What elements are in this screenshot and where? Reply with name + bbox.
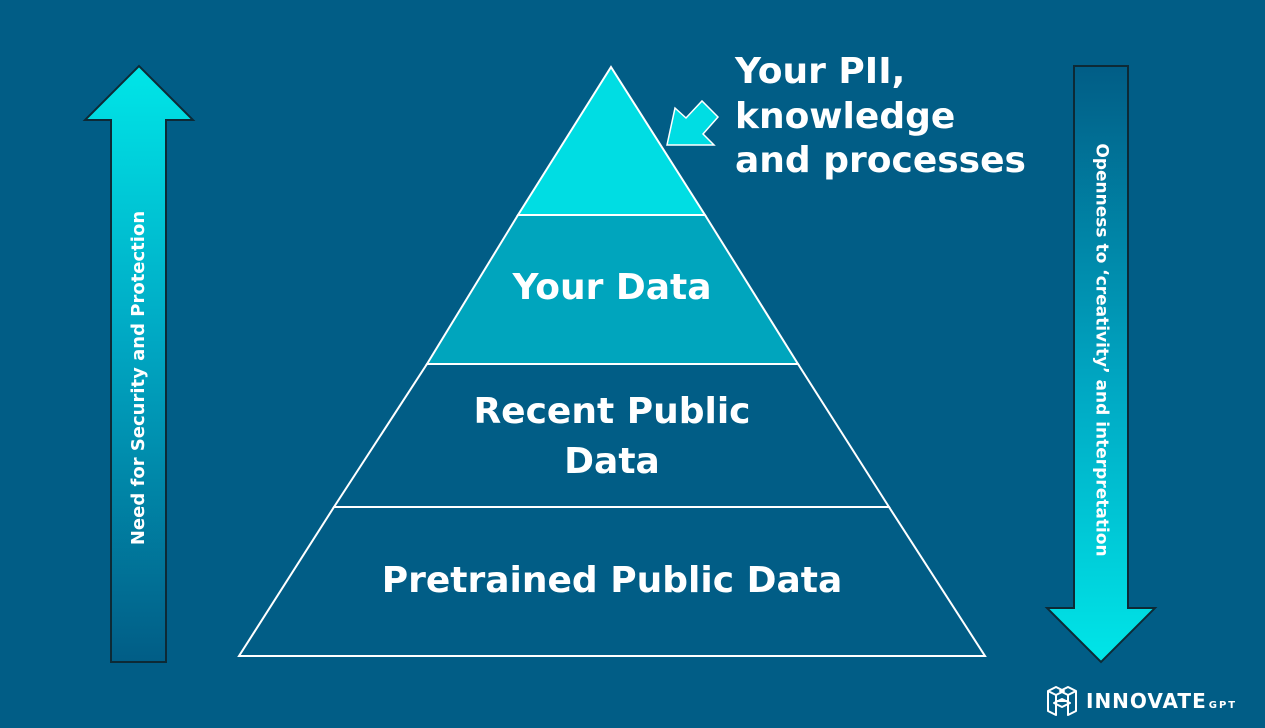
tier-label-recent-public-line2: Data: [564, 441, 660, 482]
logo-brand: INNOVATE: [1086, 689, 1207, 713]
tier-label-pretrained: Pretrained Public Data: [381, 560, 843, 601]
pyramid-tier-recent-public: [332, 363, 891, 508]
arrow-pointer-icon: [666, 99, 720, 146]
pyramid-tier-pretrained: [237, 506, 987, 657]
right-down-arrow: [1044, 65, 1158, 664]
innovate-logo-icon: [1047, 686, 1077, 716]
left-arrow-label: Need for Security and Protection: [128, 210, 149, 546]
tier-label-recent-public-line1: Recent Public: [473, 391, 751, 432]
logo-suffix: GPT: [1208, 700, 1238, 711]
left-up-arrow: [82, 64, 196, 663]
callout-line3: and processes: [735, 140, 1026, 181]
callout-line1: Your PII,: [735, 51, 906, 92]
tier-label-your-data: Your Data: [512, 267, 712, 308]
callout-line2: knowledge: [735, 96, 956, 137]
right-arrow-label: Openness to ‘creativity’ and interpretat…: [1091, 143, 1112, 557]
